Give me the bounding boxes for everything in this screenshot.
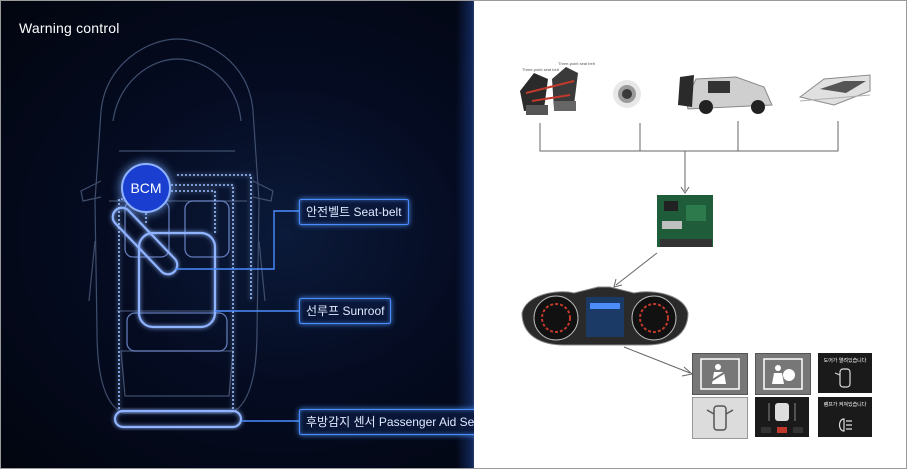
door-open-warning-tile xyxy=(692,397,748,439)
system-flow-panel: Three-point seat belt Three-point seat b… xyxy=(474,1,906,468)
sensor-image xyxy=(613,80,641,108)
parking-aid-icon xyxy=(761,403,803,433)
seat-callout-1: Three-point seat belt xyxy=(522,67,560,72)
seatbelt-warning-icon xyxy=(700,358,740,390)
panel-edge-glow xyxy=(456,1,478,468)
flow-diagram-svg: Three-point seat belt Three-point seat b… xyxy=(520,61,871,377)
sunroof-label: 선루프 Sunroof xyxy=(299,298,392,324)
parking-aid-display-tile xyxy=(755,397,809,437)
label-connectors xyxy=(175,210,299,422)
door-open-message-tile: 도어가 열려있습니다 xyxy=(818,353,872,393)
lamp-on-message-tile: 램프가 켜져있습니다 xyxy=(818,397,872,437)
car-body-outline xyxy=(80,38,274,414)
door-open-text: 도어가 열려있습니다 xyxy=(823,358,867,364)
seat-callout-2: Three-point seat belt xyxy=(558,61,596,66)
headlamp-icon xyxy=(838,418,852,432)
seatbelt-highlight xyxy=(111,206,179,276)
seatbelt-label: 안전벨트 Seat-belt xyxy=(299,199,409,225)
sunroof-highlight xyxy=(137,231,217,329)
door-open-icon xyxy=(706,405,734,431)
sunroof-image xyxy=(798,74,871,106)
seatbelt-warning-tile xyxy=(692,353,748,395)
rear-sensor-highlight xyxy=(113,409,243,429)
airbag-warning-tile xyxy=(755,353,811,395)
seat-belt-image: Three-point seat belt Three-point seat b… xyxy=(520,61,596,115)
instrument-cluster-image xyxy=(521,286,689,346)
car-outline-svg xyxy=(80,38,299,429)
airbag-warning-icon xyxy=(763,358,803,390)
car-diagram-panel: Warning control BCM 안전벨트 Seat-belt 선루프 S… xyxy=(1,1,487,468)
passenger-aid-sensor-label: 후방감지 센서 Passenger Aid Senso xyxy=(299,409,487,435)
bcm-node: BCM xyxy=(121,163,171,213)
flow-lines xyxy=(539,121,839,377)
slide-title: Warning control xyxy=(19,20,120,36)
car-top-icon xyxy=(834,368,851,388)
lamp-on-text: 램프가 켜져있습니다 xyxy=(823,402,867,408)
open-door-car-image xyxy=(678,75,773,114)
bcm-module-image xyxy=(657,195,713,247)
